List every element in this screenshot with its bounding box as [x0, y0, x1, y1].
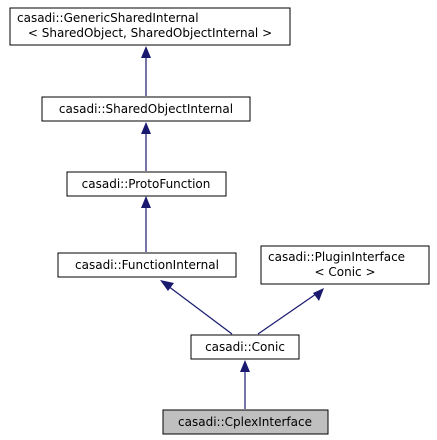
- node-shared-object-internal[interactable]: casadi::SharedObjectInternal: [41, 96, 251, 122]
- edge-conic-to-plugin-interface: [257, 293, 317, 335]
- arrowhead-proto-function: [141, 196, 151, 208]
- node-conic-label: casadi::Conic: [205, 340, 285, 354]
- node-function-internal[interactable]: casadi::FunctionInternal: [57, 252, 237, 278]
- node-cplex-interface[interactable]: casadi::CplexInterface: [162, 409, 329, 435]
- node-proto-function-label: casadi::ProtoFunction: [82, 177, 211, 191]
- edges: [141, 46, 324, 409]
- arrowhead-shared-object-internal: [141, 122, 151, 134]
- node-cplex-interface-label: casadi::CplexInterface: [178, 415, 312, 429]
- node-generic-shared-internal-line1: casadi::GenericSharedInternal: [17, 11, 199, 25]
- node-generic-shared-internal-line2: < SharedObject, SharedObjectInternal >: [28, 26, 272, 40]
- node-conic[interactable]: casadi::Conic: [190, 334, 300, 360]
- arrowhead-plugin-interface: [313, 288, 324, 301]
- node-plugin-interface-line2: < Conic >: [315, 265, 376, 279]
- arrowhead-generic-shared-internal: [141, 46, 151, 58]
- node-plugin-interface[interactable]: casadi::PluginInterface < Conic >: [260, 245, 430, 285]
- arrowhead-conic: [240, 360, 250, 372]
- node-plugin-interface-line1: casadi::PluginInterface: [268, 250, 405, 264]
- node-function-internal-label: casadi::FunctionInternal: [75, 258, 219, 272]
- node-proto-function[interactable]: casadi::ProtoFunction: [66, 171, 227, 197]
- arrowhead-function-internal: [160, 280, 174, 291]
- node-generic-shared-internal[interactable]: casadi::GenericSharedInternal < SharedOb…: [9, 7, 291, 46]
- node-shared-object-internal-label: casadi::SharedObjectInternal: [59, 102, 233, 116]
- edge-conic-to-function-internal: [167, 285, 233, 335]
